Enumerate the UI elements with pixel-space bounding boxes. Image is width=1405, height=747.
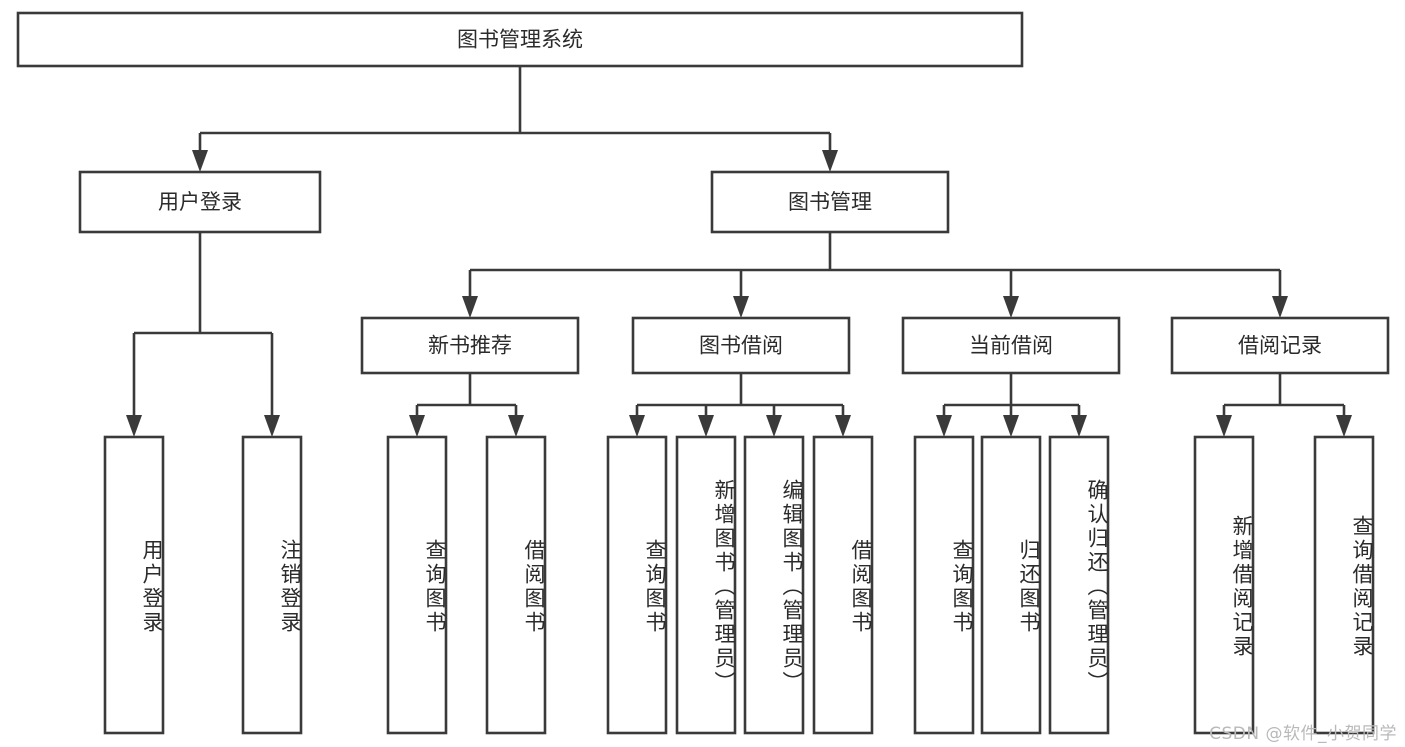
node-label-book-borrow: 图书借阅 [699,334,783,358]
node-box-leaf-confirm-return-admin[interactable] [1048,435,1110,735]
arrow-head-icon [1272,296,1288,318]
arrow-head-icon [733,296,749,318]
arrow-head-icon [835,415,851,437]
arrow-head-icon [822,150,838,172]
node-box-leaf-query-borrow-record[interactable] [1313,435,1375,735]
node-box-leaf-logout[interactable] [241,435,303,735]
csdn-watermark: CSDN @软件_小贺同学 [1209,724,1397,744]
connector-rail-new-book [409,373,524,437]
arrow-head-icon [1003,296,1019,318]
node-box-leaf-query-book-borrow[interactable] [606,435,668,735]
node-box-root[interactable] [16,11,1024,68]
node-box-leaf-add-borrow-record[interactable] [1193,435,1255,735]
node-label-borrow-record: 借阅记录 [1238,334,1322,358]
node-box-user-login[interactable] [78,170,322,234]
node-label-root: 图书管理系统 [457,28,583,52]
arrow-head-icon [936,415,952,437]
connectors-layer [126,66,1352,437]
node-box-leaf-borrow-book[interactable] [812,435,874,735]
arrow-head-icon [1216,415,1232,437]
arrow-head-icon [264,415,280,437]
arrow-head-icon [126,415,142,437]
arrow-head-icon [409,415,425,437]
boxes-layer [16,11,1390,735]
connector-rail-current-borrow [936,373,1087,437]
node-box-leaf-query-book-current[interactable] [913,435,975,735]
node-label-user-login: 用户登录 [158,190,242,214]
arrow-head-icon [1003,415,1019,437]
arrow-head-icon [1336,415,1352,437]
node-box-leaf-return-book[interactable] [980,435,1042,735]
connector-rail-book-borrow [629,373,851,437]
node-label-book-manage: 图书管理 [788,190,872,214]
connector-rail-root [192,66,838,172]
node-box-borrow-record[interactable] [1170,316,1390,375]
node-box-current-borrow[interactable] [901,316,1121,375]
node-label-current-borrow: 当前借阅 [969,334,1053,358]
node-box-leaf-user-login[interactable] [103,435,165,735]
arrow-head-icon [508,415,524,437]
connector-rail-user-login [126,232,280,437]
node-box-new-book-recommend[interactable] [360,316,580,375]
connector-rail-book-manage [462,232,1288,318]
arrow-head-icon [629,415,645,437]
arrow-head-icon [462,296,478,318]
connector-rail-borrow-record [1216,373,1352,437]
node-box-book-borrow[interactable] [631,316,851,375]
node-box-book-manage[interactable] [710,170,950,234]
node-label-new-book-recommend: 新书推荐 [428,334,512,358]
arrow-head-icon [1071,415,1087,437]
node-box-leaf-edit-book-admin[interactable] [743,435,805,735]
arrow-head-icon [192,150,208,172]
arrow-head-icon [698,415,714,437]
node-box-leaf-borrow-book-recommend[interactable] [485,435,547,735]
arrow-head-icon [766,415,782,437]
node-box-leaf-add-book-admin[interactable] [675,435,737,735]
node-box-leaf-query-book-recommend[interactable] [386,435,448,735]
